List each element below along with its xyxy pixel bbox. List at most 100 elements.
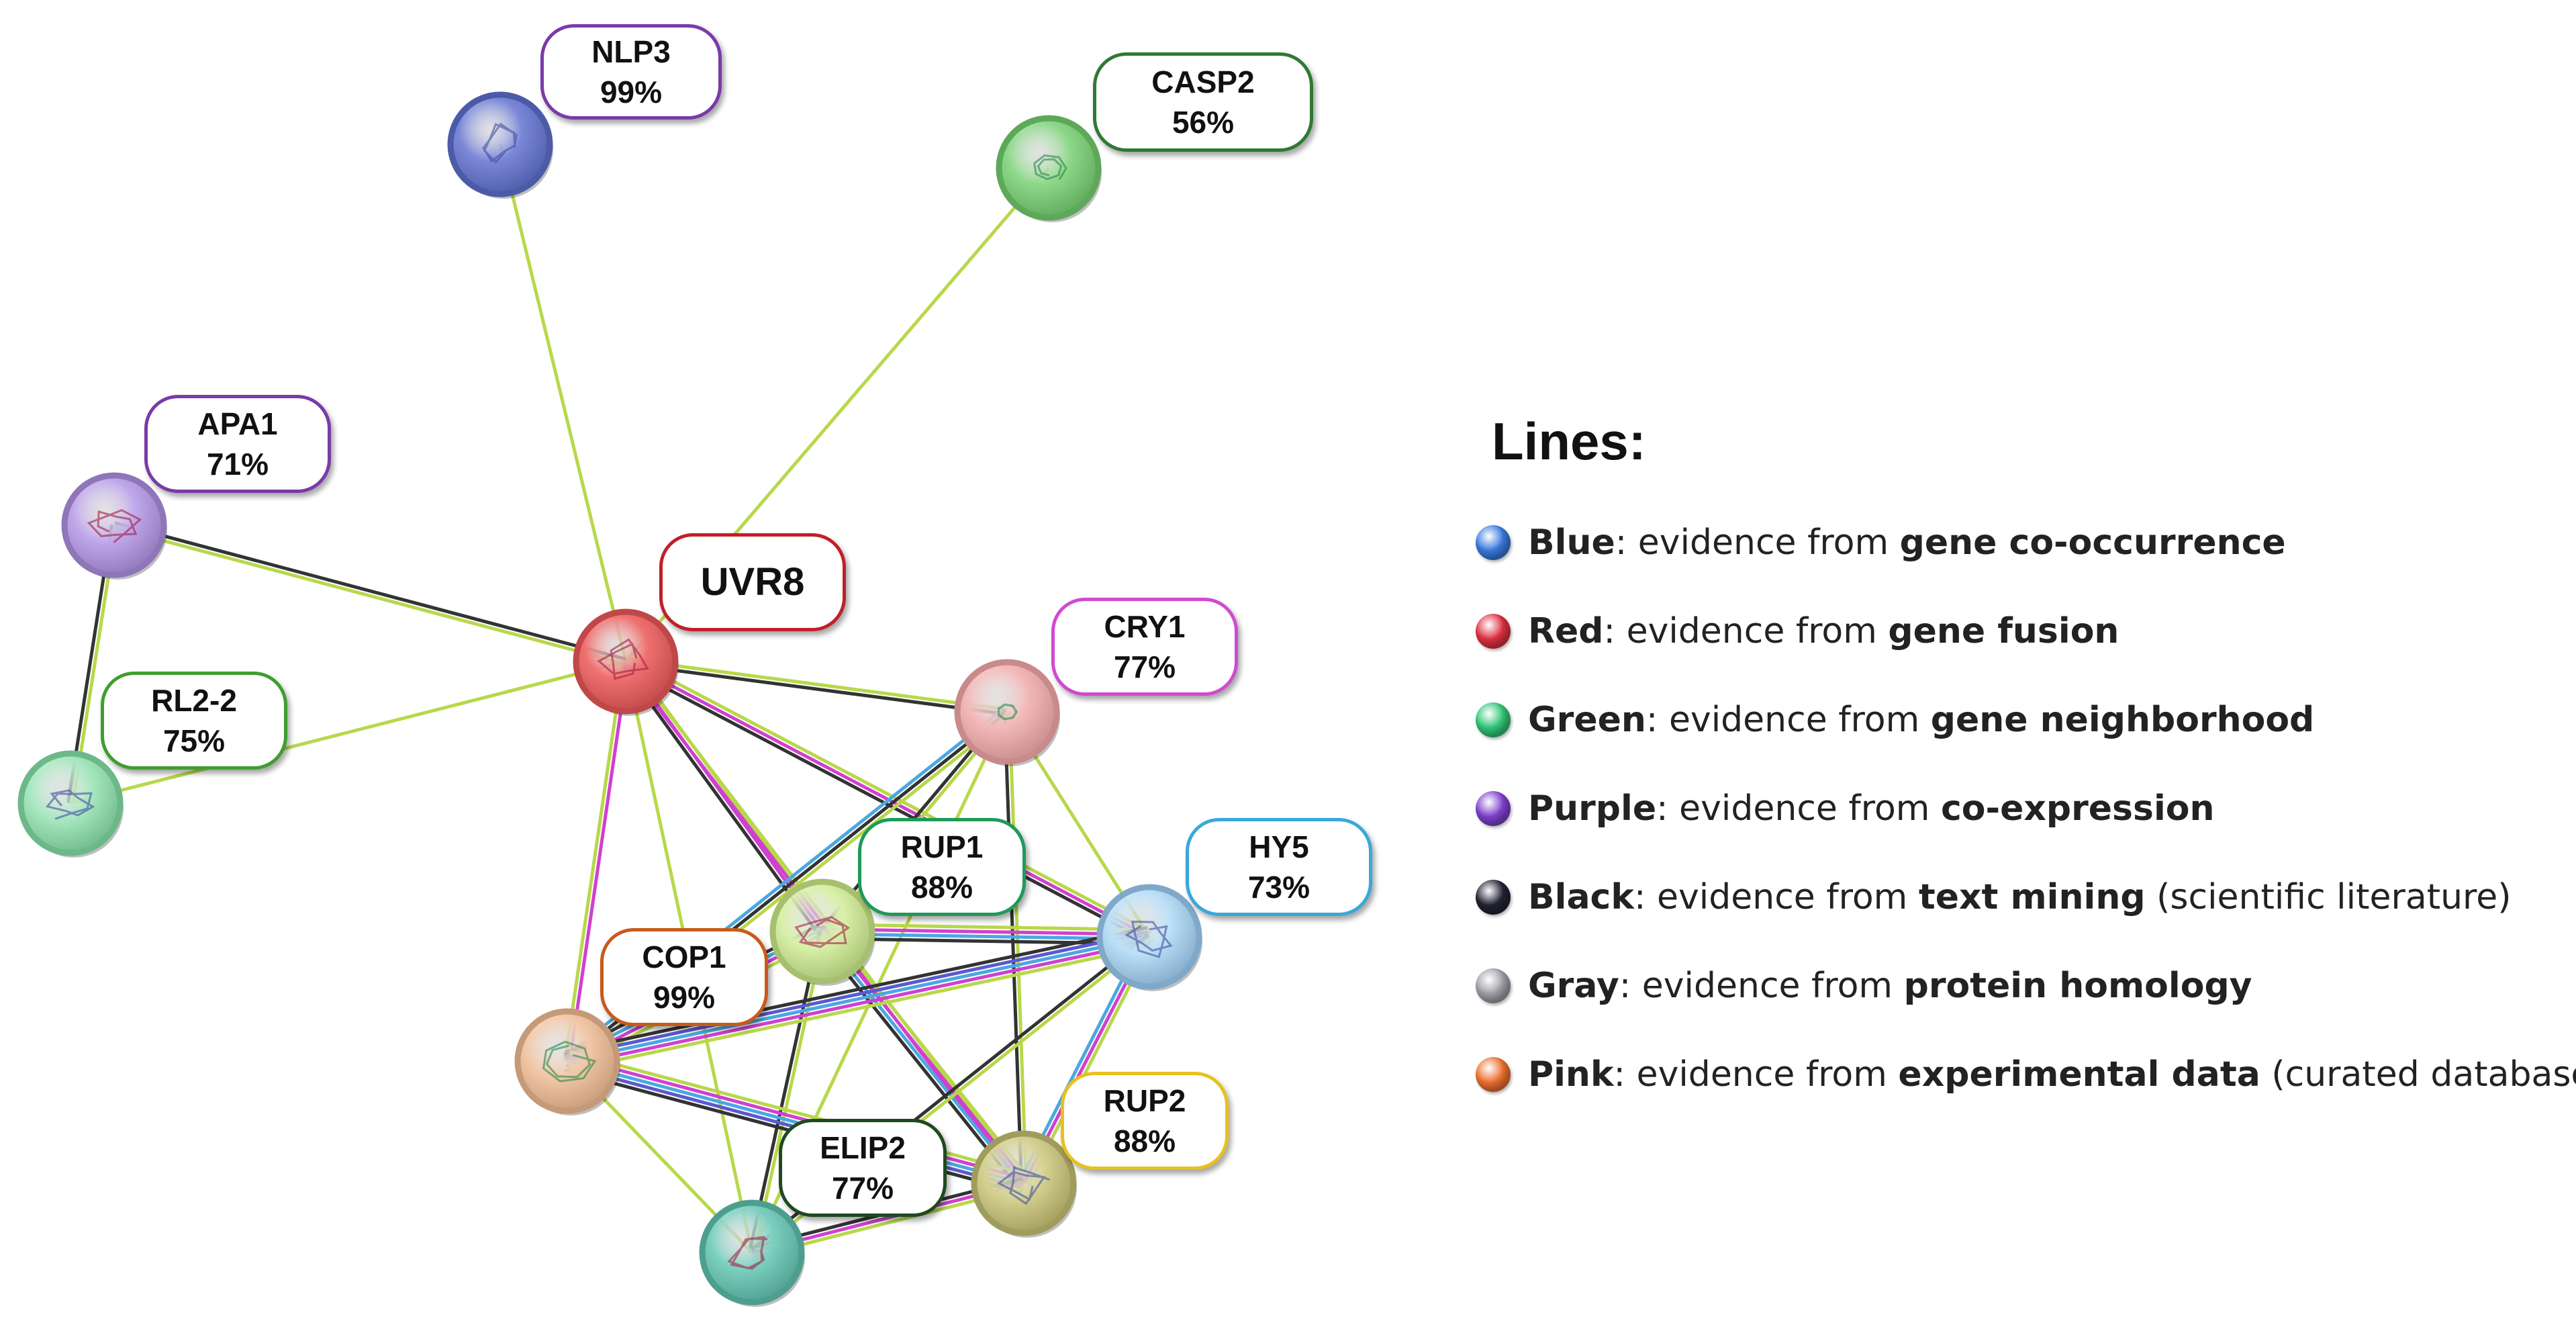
node-label-nlp3: NLP3 99%: [540, 24, 722, 120]
node-label-rl2-2: RL2-2 75%: [101, 672, 287, 770]
node-name: APA1: [197, 406, 278, 441]
edge-line: [567, 940, 1151, 1068]
node-name: NLP3: [591, 34, 671, 69]
node-circle[interactable]: [769, 878, 875, 985]
legend-text: : evidence from: [1645, 700, 1931, 740]
legend-color-name: Blue: [1528, 522, 1615, 563]
protein-structure-icon: [542, 1040, 597, 1083]
legend-text: : evidence from: [1615, 522, 1900, 563]
network-svg: [17, 91, 1202, 1307]
node-label-hy5: HY5 73%: [1186, 818, 1372, 916]
node-casp2[interactable]: [996, 115, 1102, 222]
node-rup2[interactable]: [971, 1130, 1077, 1238]
node-cry1[interactable]: [954, 659, 1060, 766]
legend-text: : evidence from: [1603, 611, 1889, 651]
edge-rup1-elip2: [748, 930, 826, 1254]
edge-line: [748, 930, 822, 1252]
edge-line: [565, 925, 1148, 1054]
legend-evidence-type: text mining: [1918, 877, 2146, 917]
node-percent: 99%: [653, 980, 716, 1015]
edge-line: [1007, 711, 1028, 1183]
edge-uvr8-rl2-2: [70, 659, 626, 805]
edge-line: [625, 661, 1007, 716]
edge-cry1-rup2: [1003, 711, 1028, 1184]
legend-evidence-type: gene co-occurrence: [1899, 522, 2286, 563]
edge-line: [822, 929, 1027, 1183]
node-percent: 77%: [1113, 649, 1176, 684]
edge-line: [567, 661, 630, 1062]
edge-line: [815, 934, 1020, 1189]
legend-color-name: Purple: [1528, 788, 1657, 829]
edge-line: [566, 930, 1149, 1058]
legend-color-name: Gray: [1528, 966, 1619, 1006]
node-cop1[interactable]: [514, 1008, 620, 1115]
legend-text: : evidence from: [1613, 1054, 1899, 1095]
edge-line: [626, 657, 1008, 712]
edge-uvr8-cry1: [625, 657, 1008, 716]
legend-item-gray: Gray: evidence from protein homology: [1476, 959, 2252, 1013]
node-label-rup2: RUP2 88%: [1061, 1072, 1229, 1170]
legend-item-purple: Purple: evidence from co-expression: [1476, 782, 2215, 835]
legend-color-name: Black: [1528, 877, 1634, 917]
node-circle[interactable]: [447, 91, 553, 197]
legend-color-name: Red: [1528, 611, 1604, 651]
node-label-uvr8: UVR8: [659, 533, 846, 631]
node-circle[interactable]: [996, 115, 1102, 221]
legend-item-black: Black: evidence from text mining (scient…: [1476, 870, 2512, 924]
legend-evidence-type: experimental data: [1898, 1054, 2260, 1095]
node-nlp3[interactable]: [447, 91, 553, 199]
node-name: RUP1: [900, 829, 984, 864]
node-percent: 71%: [206, 447, 269, 482]
node-circle[interactable]: [573, 608, 679, 715]
node-uvr8[interactable]: [573, 608, 679, 716]
node-circle[interactable]: [514, 1008, 620, 1114]
legend-dot-icon: [1476, 525, 1511, 560]
legend-text: : evidence from: [1633, 877, 1919, 917]
node-percent: 88%: [910, 870, 973, 905]
node-circle[interactable]: [1096, 884, 1202, 990]
legend-dot-icon: [1476, 1057, 1511, 1092]
legend-title: Lines:: [1492, 412, 1646, 471]
protein-structure-icon: [794, 915, 851, 948]
node-circle[interactable]: [971, 1130, 1077, 1236]
protein-structure-icon: [1125, 920, 1173, 958]
node-label-elip2: ELIP2 77%: [779, 1119, 947, 1217]
node-percent: 73%: [1247, 870, 1310, 905]
node-elip2[interactable]: [699, 1199, 805, 1307]
legend-extra: (scientific literature): [2145, 877, 2512, 917]
edge-line: [70, 659, 626, 805]
legend-dot-icon: [1476, 702, 1511, 737]
node-circle[interactable]: [699, 1199, 805, 1306]
edge-line: [114, 521, 627, 661]
node-name: CRY1: [1104, 609, 1186, 644]
legend-extra: (curated databases): [2271, 1054, 2576, 1095]
node-name: ELIP2: [820, 1130, 906, 1165]
edge-rup1-rup2: [815, 925, 1031, 1189]
node-circle[interactable]: [954, 659, 1060, 765]
legend-text: : evidence from: [1619, 966, 1904, 1006]
node-name: HY5: [1249, 829, 1309, 864]
node-percent: 88%: [1113, 1124, 1176, 1158]
node-name: RUP2: [1103, 1083, 1186, 1118]
edge-line: [826, 925, 1031, 1181]
node-circle[interactable]: [17, 750, 124, 856]
node-percent: 56%: [1172, 105, 1235, 140]
node-circle[interactable]: [61, 472, 167, 578]
node-apa1[interactable]: [61, 472, 167, 580]
legend-item-blue: Blue: evidence from gene co-occurrence: [1476, 516, 2286, 569]
edge-line: [567, 935, 1150, 1063]
node-label-cry1: CRY1 77%: [1051, 598, 1238, 696]
edge-line: [819, 931, 1024, 1186]
legend-item-green: Green: evidence from gene neighborhood: [1476, 693, 2314, 747]
legend-evidence-type: gene fusion: [1888, 611, 2119, 651]
node-rl2-2[interactable]: [17, 750, 124, 858]
edge-line: [569, 1050, 1027, 1176]
edge-line: [568, 1054, 1026, 1181]
node-rup1[interactable]: [769, 878, 875, 986]
node-hy5[interactable]: [1096, 884, 1202, 991]
protein-structure-icon: [482, 122, 518, 164]
edge-line: [498, 144, 628, 662]
legend-dot-icon: [1476, 791, 1511, 826]
edge-uvr8-nlp3: [498, 144, 628, 662]
